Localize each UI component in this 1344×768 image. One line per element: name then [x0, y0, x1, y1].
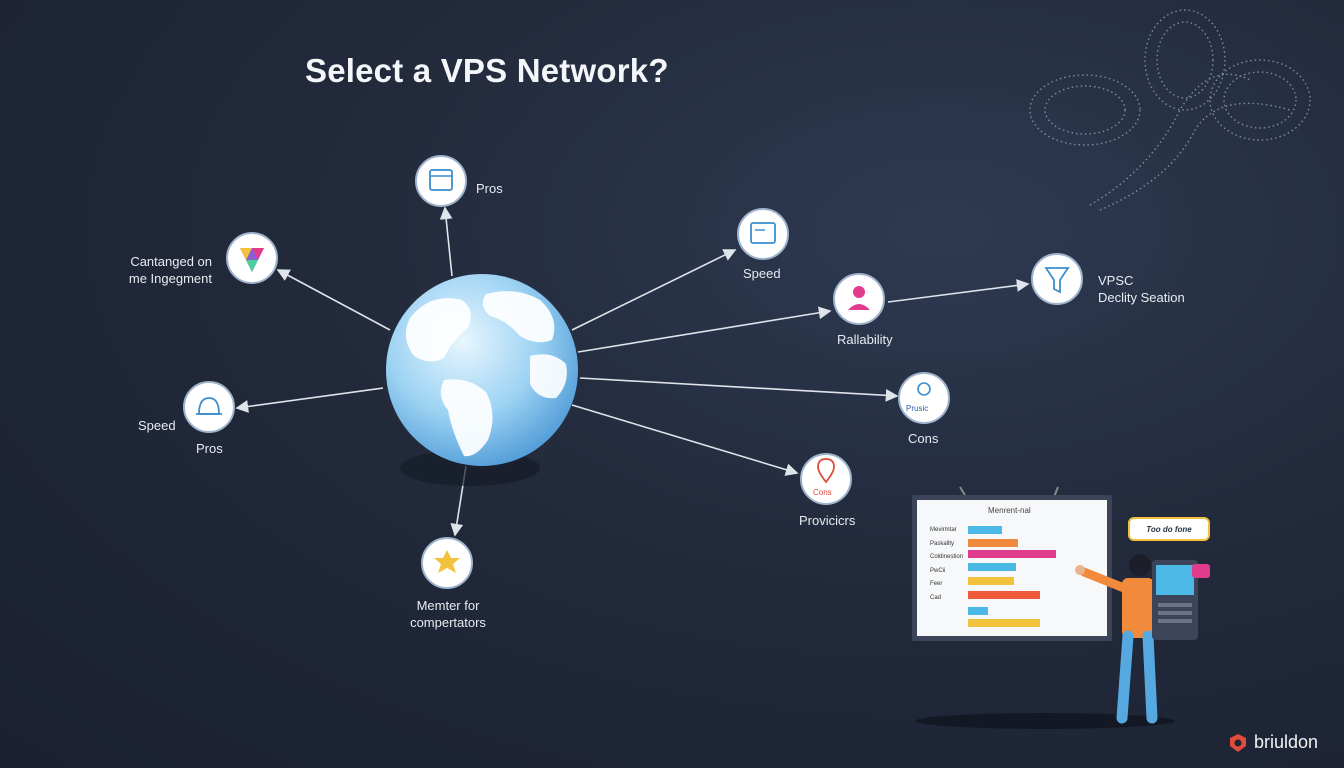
arrow-to-reliability: [577, 306, 832, 353]
label-vpsc-line2: Declity Seation: [1098, 290, 1185, 305]
board-bar: [968, 563, 1016, 571]
location-pin-icon: [817, 458, 835, 484]
board-row-label: Feer: [930, 581, 943, 587]
node-reliability[interactable]: [833, 273, 885, 325]
arrow-to-left-upper: [276, 269, 391, 331]
node-cons[interactable]: [898, 372, 950, 424]
presentation-board: [912, 486, 1112, 641]
arrow-to-left-lower: [235, 387, 384, 413]
brand-name: briuldon: [1254, 732, 1319, 752]
sun-badge-icon: [434, 550, 460, 573]
board-bar: [968, 550, 1056, 558]
board-bar: [968, 526, 1002, 534]
label-reliability: Rallability: [837, 332, 893, 347]
board-row-label: PwCii: [930, 567, 946, 574]
speech-bubble: Too do fone: [1128, 517, 1210, 541]
node-providers[interactable]: [800, 453, 852, 505]
arrow-to-vpsc: [887, 279, 1030, 303]
arrow-to-pros-top: [439, 206, 453, 277]
presenter-figure: [915, 554, 1175, 729]
icon-text-cons: Prusic: [906, 404, 929, 413]
label-pros-top: Pros: [476, 181, 503, 196]
label-speed-right: Speed: [743, 266, 781, 281]
label-vpsc-line1: VPSC: [1098, 273, 1134, 288]
label-left-lower-speed: Speed: [138, 418, 176, 433]
board-row-label: Coldinestion: [930, 554, 964, 560]
board-row-label: Paskallty: [930, 540, 955, 547]
arrow-to-speed: [571, 249, 737, 331]
arrow-to-cons: [579, 377, 899, 402]
label-left-upper-line2: me Ingegment: [128, 271, 212, 286]
alarm-icon: [198, 397, 220, 415]
label-providers: Provicicrs: [799, 513, 856, 528]
globe-icon: [386, 274, 578, 466]
browser-window-icon: [750, 222, 776, 244]
node-pros-top[interactable]: [415, 155, 467, 207]
ui-window-icon: [429, 169, 453, 191]
label-bottom-line2: compertators: [410, 615, 486, 630]
dotted-wave-decoration: [1029, 9, 1311, 211]
user-icon: [853, 286, 865, 298]
arrow-to-providers: [571, 404, 799, 476]
globe-small-icon: [917, 382, 931, 396]
page-title: Select a VPS Network?: [305, 52, 669, 89]
brand-mark-icon: [1230, 733, 1246, 752]
icon-text-providers: Cons: [813, 488, 832, 497]
label-bottom: Memter for compertators: [396, 597, 500, 631]
board-bar: [968, 619, 1040, 627]
board-bar: [968, 539, 1018, 547]
board-bars: [968, 526, 1056, 627]
node-speed-right[interactable]: [737, 208, 789, 260]
device-panel: [1152, 560, 1210, 640]
board-bar: [968, 591, 1040, 599]
board-bar: [968, 607, 988, 615]
connector-arrows: [235, 206, 1030, 537]
node-left-lower[interactable]: [183, 381, 235, 433]
node-left-upper[interactable]: [226, 232, 278, 284]
label-left-upper: Cantanged on me Ingegment: [120, 253, 212, 287]
label-cons: Cons: [908, 431, 939, 446]
board-row-label: Cad: [930, 594, 942, 601]
label-left-upper-line1: Cantanged on: [130, 254, 212, 269]
board-title: Menrent-nal: [988, 506, 1031, 515]
node-bottom[interactable]: [421, 537, 473, 589]
board-row-label: Mevirmtar: [930, 527, 957, 533]
brand-logo: briuldon: [1228, 732, 1318, 753]
label-bottom-line1: Memter for: [416, 598, 480, 613]
label-vpsc: VPSC Declity Seation: [1098, 272, 1185, 306]
funnel-icon: [1044, 267, 1070, 294]
node-vpsc[interactable]: [1031, 253, 1083, 305]
label-left-lower-pros: Pros: [196, 441, 223, 456]
board-bar: [968, 577, 1014, 585]
